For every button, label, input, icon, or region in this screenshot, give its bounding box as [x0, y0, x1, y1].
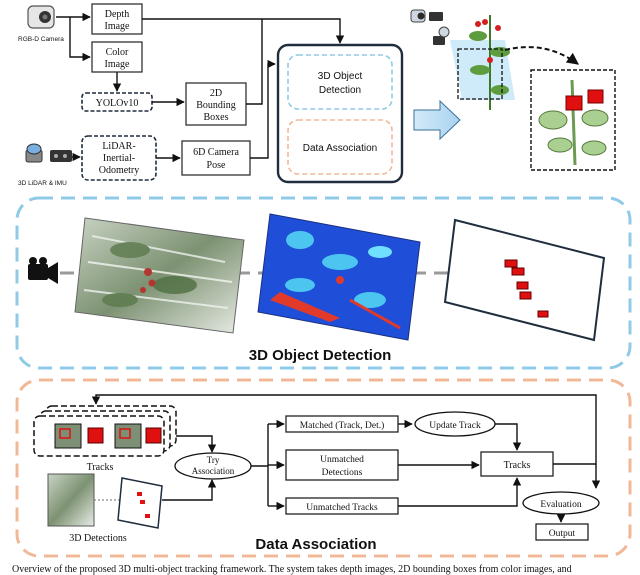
detection-panel: 3D Object Detection — [15, 196, 632, 370]
evaluation-label: Evaluation — [540, 500, 581, 510]
color-image-label-1: Color — [106, 47, 129, 58]
detection-panel-title: 3D Object Detection — [249, 347, 392, 364]
association-panel-title: Data Association — [255, 536, 376, 553]
rgbd-camera-icon — [27, 5, 55, 29]
color-image-box — [91, 41, 143, 73]
pose-label-1: 6D Camera — [193, 147, 239, 158]
bbox-label-2: Bounding — [196, 100, 235, 111]
tracks-label: Tracks — [87, 462, 114, 473]
detection-image-thumb — [47, 473, 95, 527]
bbox-label-3: Boxes — [204, 112, 229, 123]
depth-image-box — [91, 3, 143, 35]
update-track-label: Update Track — [429, 421, 481, 431]
arrow-update-tracks — [495, 423, 522, 451]
figure-caption: Overview of the proposed 3D multi-object… — [12, 564, 572, 575]
bbox-3d-frame — [443, 218, 606, 342]
pose-box — [181, 140, 251, 176]
tracks-output-label: Tracks — [504, 460, 531, 471]
matched-label: Matched (Track, Det.) — [300, 420, 385, 431]
video-camera-icon — [28, 257, 58, 284]
color-image-label-2: Image — [105, 59, 131, 70]
bbox-3d-cubes — [504, 259, 549, 318]
color-frame-texture — [83, 235, 233, 309]
top-pipeline: RGB-D Camera Depth Image Color Image YOL… — [18, 3, 616, 187]
unmatched-det-label-1: Unmatched — [320, 455, 364, 465]
association-module-label: Data Association — [303, 143, 378, 154]
depth-image-label-2: Image — [105, 21, 131, 32]
rgbd-camera-label: RGB-D Camera — [18, 36, 64, 43]
line-pose-to-detection — [250, 59, 276, 159]
lio-label-1: LiDAR- — [102, 141, 135, 152]
arrow-tracks-try — [176, 435, 217, 453]
yolo-label: YOLOv10 — [96, 98, 139, 109]
output-label: Output — [549, 529, 576, 539]
arrow-camera-color — [69, 17, 91, 62]
pose-label-2: Pose — [207, 160, 226, 171]
track-stack — [33, 405, 177, 457]
detection-module-label-1: 3D Object — [318, 71, 363, 82]
color-frame-image — [74, 217, 245, 334]
detection-module-label-2: Detection — [319, 85, 361, 96]
unmatched-tracks-label: Unmatched Tracks — [306, 503, 378, 513]
segmentation-frame-texture — [270, 231, 401, 330]
try-label-1: Try — [207, 455, 220, 465]
line-depth-to-detection — [142, 18, 345, 44]
arrow-unmatched-tracks-tracks — [398, 477, 522, 507]
feedback-loop — [91, 394, 597, 465]
lio-label-3: Odometry — [99, 165, 140, 176]
try-label-2: Association — [192, 466, 235, 476]
arrow-detections-try — [162, 479, 217, 501]
unmatched-det-box — [285, 449, 399, 481]
output-box — [535, 523, 589, 541]
association-module — [287, 119, 393, 175]
robot-plant-illustration — [410, 9, 616, 171]
big-flow-arrow — [413, 99, 461, 141]
lidar-imu-icon — [25, 143, 72, 163]
line-bbox-to-detection — [246, 19, 263, 105]
lio-label-2: Inertial- — [103, 153, 135, 164]
lidar-imu-label: 3D LiDAR & IMU — [18, 180, 67, 187]
detection-module — [287, 54, 393, 110]
unmatched-det-label-2: Detections — [322, 468, 363, 478]
bbox-label-1: 2D — [210, 88, 222, 99]
association-panel: Tracks 3D Detections Try Association Mat… — [15, 378, 632, 558]
detections-label: 3D Detections — [69, 533, 127, 544]
depth-image-label-1: Depth — [105, 9, 129, 20]
